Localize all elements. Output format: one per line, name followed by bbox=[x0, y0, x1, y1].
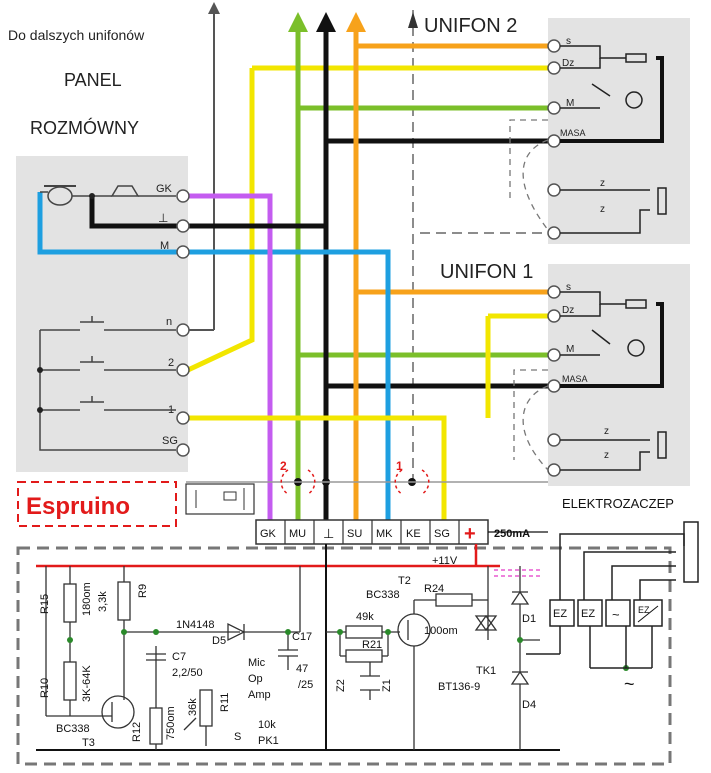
svg-text:s: s bbox=[566, 36, 571, 47]
svg-text:Op: Op bbox=[248, 673, 263, 685]
elektrozaczep-title: ELEKTROZACZEP bbox=[562, 496, 674, 511]
svg-text:SG: SG bbox=[434, 528, 450, 540]
svg-text:R10: R10 bbox=[39, 678, 51, 698]
svg-text:z: z bbox=[604, 450, 609, 461]
svg-text:+: + bbox=[464, 523, 476, 545]
svg-text:D4: D4 bbox=[522, 699, 536, 711]
svg-text:3K-64K: 3K-64K bbox=[81, 665, 93, 702]
svg-text:Mic: Mic bbox=[248, 657, 266, 669]
panel-box bbox=[16, 156, 188, 472]
svg-text:EZ: EZ bbox=[581, 608, 595, 620]
svg-text:3,3k: 3,3k bbox=[97, 591, 109, 612]
arrow-icon bbox=[208, 2, 220, 14]
svg-text:n: n bbox=[166, 316, 172, 328]
svg-text:MU: MU bbox=[289, 528, 306, 540]
svg-text:BT136-9: BT136-9 bbox=[438, 681, 480, 693]
svg-text:TK1: TK1 bbox=[476, 665, 496, 677]
arrow-icon bbox=[408, 12, 418, 28]
svg-text:10k: 10k bbox=[258, 719, 276, 731]
svg-text:180om: 180om bbox=[81, 582, 93, 616]
svg-text:Z2: Z2 bbox=[335, 679, 347, 692]
svg-text:750om: 750om bbox=[165, 706, 177, 740]
svg-text:z: z bbox=[600, 204, 605, 215]
ac-symbol: ~ bbox=[624, 674, 635, 694]
svg-text:EZ: EZ bbox=[553, 608, 567, 620]
svg-text:R15: R15 bbox=[39, 594, 51, 614]
svg-text:GK: GK bbox=[260, 528, 277, 540]
svg-text:M: M bbox=[160, 240, 169, 252]
panel-components: Do dalszych unifonów PANEL ROZMÓWNY GK ⊥… bbox=[8, 27, 190, 457]
svg-text:Z1: Z1 bbox=[381, 679, 393, 692]
svg-text:⊥: ⊥ bbox=[158, 211, 168, 225]
svg-text:PK1: PK1 bbox=[258, 735, 279, 747]
svg-text:M: M bbox=[566, 344, 574, 355]
svg-text:~: ~ bbox=[612, 607, 620, 622]
svg-text:⊥: ⊥ bbox=[323, 526, 334, 541]
fuse-label: 250mA bbox=[494, 528, 530, 540]
svg-text:C17: C17 bbox=[292, 631, 312, 643]
elektrozaczep: ELEKTROZACZEP EZ EZ ~ EZ ~ bbox=[526, 496, 699, 694]
svg-text:2: 2 bbox=[280, 459, 287, 473]
svg-text:R9: R9 bbox=[137, 584, 149, 598]
svg-text:2: 2 bbox=[168, 357, 174, 369]
svg-text:MK: MK bbox=[376, 528, 393, 540]
svg-text:BC338: BC338 bbox=[366, 589, 400, 601]
panel-title-2: ROZMÓWNY bbox=[30, 117, 139, 138]
supply-label: +11V bbox=[432, 555, 458, 567]
svg-text:z: z bbox=[600, 178, 605, 189]
svg-text:MASA: MASA bbox=[560, 128, 586, 138]
arrow-icon bbox=[346, 12, 366, 32]
svg-text:GK: GK bbox=[156, 183, 173, 195]
espruino-block: Espruino bbox=[17, 481, 255, 527]
svg-text:R21: R21 bbox=[362, 639, 382, 651]
svg-text:S: S bbox=[234, 731, 241, 743]
switch-markers: 2 1 bbox=[186, 459, 548, 495]
svg-text:49k: 49k bbox=[356, 611, 374, 623]
svg-text:36k: 36k bbox=[187, 698, 199, 716]
svg-text:D1: D1 bbox=[522, 613, 536, 625]
svg-text:2,2/50: 2,2/50 bbox=[172, 667, 203, 679]
svg-text:R11: R11 bbox=[219, 693, 231, 712]
arrow-icon bbox=[288, 12, 308, 32]
svg-text:47: 47 bbox=[296, 663, 308, 675]
circuit-board: +11V bbox=[16, 544, 672, 766]
espruino-label: Espruino bbox=[26, 493, 130, 520]
svg-text:s: s bbox=[566, 282, 571, 293]
arrow-icon bbox=[316, 12, 336, 32]
svg-text:T3: T3 bbox=[82, 737, 95, 749]
svg-text:/25: /25 bbox=[298, 679, 313, 691]
svg-text:R12: R12 bbox=[131, 722, 143, 742]
wire-bus bbox=[37, 2, 548, 520]
svg-text:BC338: BC338 bbox=[56, 723, 90, 735]
svg-text:D5: D5 bbox=[212, 635, 226, 647]
svg-text:1: 1 bbox=[396, 459, 403, 473]
svg-text:Dz: Dz bbox=[562, 305, 574, 316]
dashed-switch-lines bbox=[509, 119, 549, 471]
svg-text:EZ: EZ bbox=[638, 605, 650, 615]
svg-text:Dz: Dz bbox=[562, 58, 574, 69]
svg-text:R24: R24 bbox=[424, 583, 444, 595]
unifon1-title: UNIFON 1 bbox=[440, 261, 533, 283]
svg-text:T2: T2 bbox=[398, 575, 411, 587]
unifon2: UNIFON 2 s Dz M MASA z z bbox=[424, 15, 667, 240]
unifon2-title: UNIFON 2 bbox=[424, 15, 517, 37]
svg-text:z: z bbox=[604, 426, 609, 437]
svg-text:1N4148: 1N4148 bbox=[176, 619, 215, 631]
panel-title-1: PANEL bbox=[64, 70, 122, 90]
svg-text:M: M bbox=[566, 98, 574, 109]
svg-text:C7: C7 bbox=[172, 651, 186, 663]
svg-text:100om: 100om bbox=[424, 625, 458, 637]
unifon1: UNIFON 1 s Dz M MASA z z bbox=[440, 261, 667, 477]
svg-text:Amp: Amp bbox=[248, 689, 271, 701]
top-note: Do dalszych unifonów bbox=[8, 27, 145, 43]
svg-text:MASA: MASA bbox=[562, 374, 588, 384]
svg-text:SG: SG bbox=[162, 435, 178, 447]
svg-text:SU: SU bbox=[347, 528, 362, 540]
svg-text:KE: KE bbox=[406, 528, 421, 540]
terminal-block: GK MU ⊥ SU MK KE SG + 250mA bbox=[255, 519, 548, 545]
